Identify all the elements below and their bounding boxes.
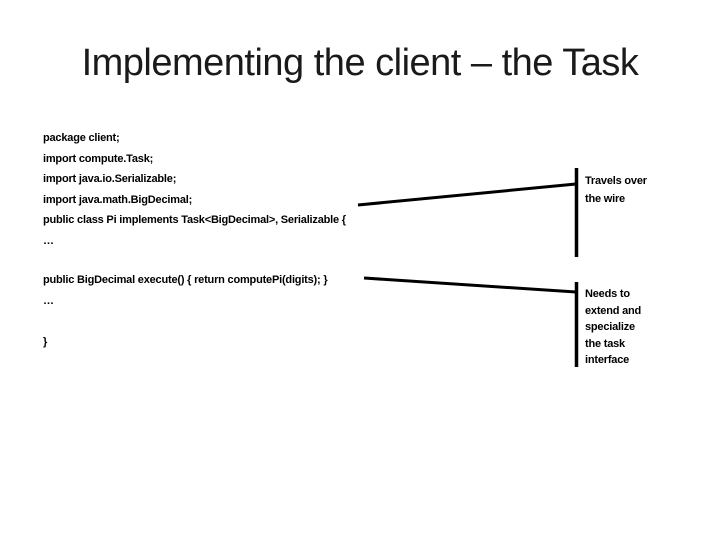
code-line: import java.math.BigDecimal; [43, 193, 193, 206]
connector-line-travels-over-wire [357, 182, 577, 207]
code-line: … [43, 234, 54, 247]
code-line: public BigDecimal execute() { return com… [43, 274, 328, 286]
callout-travels-over-wire: Travels over the wire [585, 172, 685, 208]
slide-title: Implementing the client – the Task [81, 42, 639, 84]
callout-line: the task [585, 337, 625, 350]
code-line [43, 311, 327, 332]
code-line: public class Pi implements Task<BigDecim… [43, 214, 346, 226]
callout-line: Needs to [585, 288, 630, 300]
code-line: import java.io.Serializable; [43, 173, 177, 185]
callout-line: the wire [585, 193, 625, 205]
callout-needs-to-extend: Needs to extend and specialize the task … [585, 286, 685, 369]
code-block-execute: public BigDecimal execute() { return com… [43, 270, 328, 352]
callout-line: interface [585, 354, 630, 366]
callout-line: extend and [585, 304, 642, 317]
callout-line: Travels over [585, 175, 647, 187]
code-line: import compute.Task; [43, 152, 154, 165]
callout-line: specialize [585, 321, 635, 333]
code-line: package client; [43, 132, 120, 144]
code-block-imports: package client; import compute.Task; imp… [43, 128, 346, 251]
code-line: } [43, 335, 48, 348]
code-line: … [43, 294, 54, 307]
connector-line-needs-to-extend [363, 276, 577, 294]
